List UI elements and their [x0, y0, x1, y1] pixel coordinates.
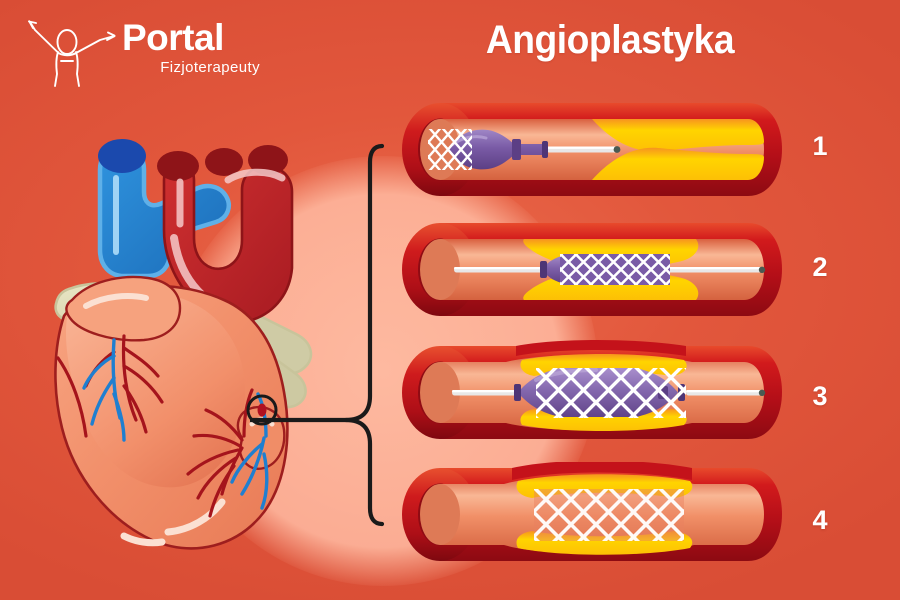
stent-collapsed-in-position: [560, 254, 670, 285]
page-title: Angioplastyka: [485, 18, 735, 62]
guidewire: [454, 266, 766, 273]
step-number-3: 3: [812, 381, 828, 411]
brand-tagline: Fizjoterapeuty: [160, 59, 260, 76]
aorta-and-pulmonary-artery: [157, 145, 294, 324]
myocardium: [54, 275, 289, 550]
step-number-2: 2: [812, 252, 828, 282]
human-heart-illustration: [54, 139, 313, 550]
stent-deployed: [534, 489, 684, 541]
step-number-1: 1: [812, 131, 828, 161]
atherosclerotic-plaque: [592, 119, 764, 180]
coronary-artery-blockage-marker[interactable]: [246, 394, 278, 426]
step-2-vessel-diagram: [402, 223, 782, 316]
step-4-vessel-diagram: [402, 462, 782, 561]
stick-figure-arms-raised-icon: [28, 20, 116, 87]
brand-logo[interactable]: Portal Fizjoterapeuty: [26, 14, 260, 90]
stent-collapsed: [428, 129, 472, 170]
brand-name: Portal: [122, 17, 224, 58]
step-number-4: 4: [812, 505, 828, 535]
step-1-vessel-diagram: [402, 103, 782, 196]
stent-expanded: [536, 368, 686, 418]
step-3-vessel-diagram: [402, 340, 782, 439]
guidewire: [452, 389, 766, 396]
callout-bracket-connector: [250, 143, 385, 527]
brand-logo-text: Portal Fizjoterapeuty: [122, 18, 262, 77]
cardiac-veins: [82, 338, 269, 510]
guidewire: [546, 146, 621, 153]
